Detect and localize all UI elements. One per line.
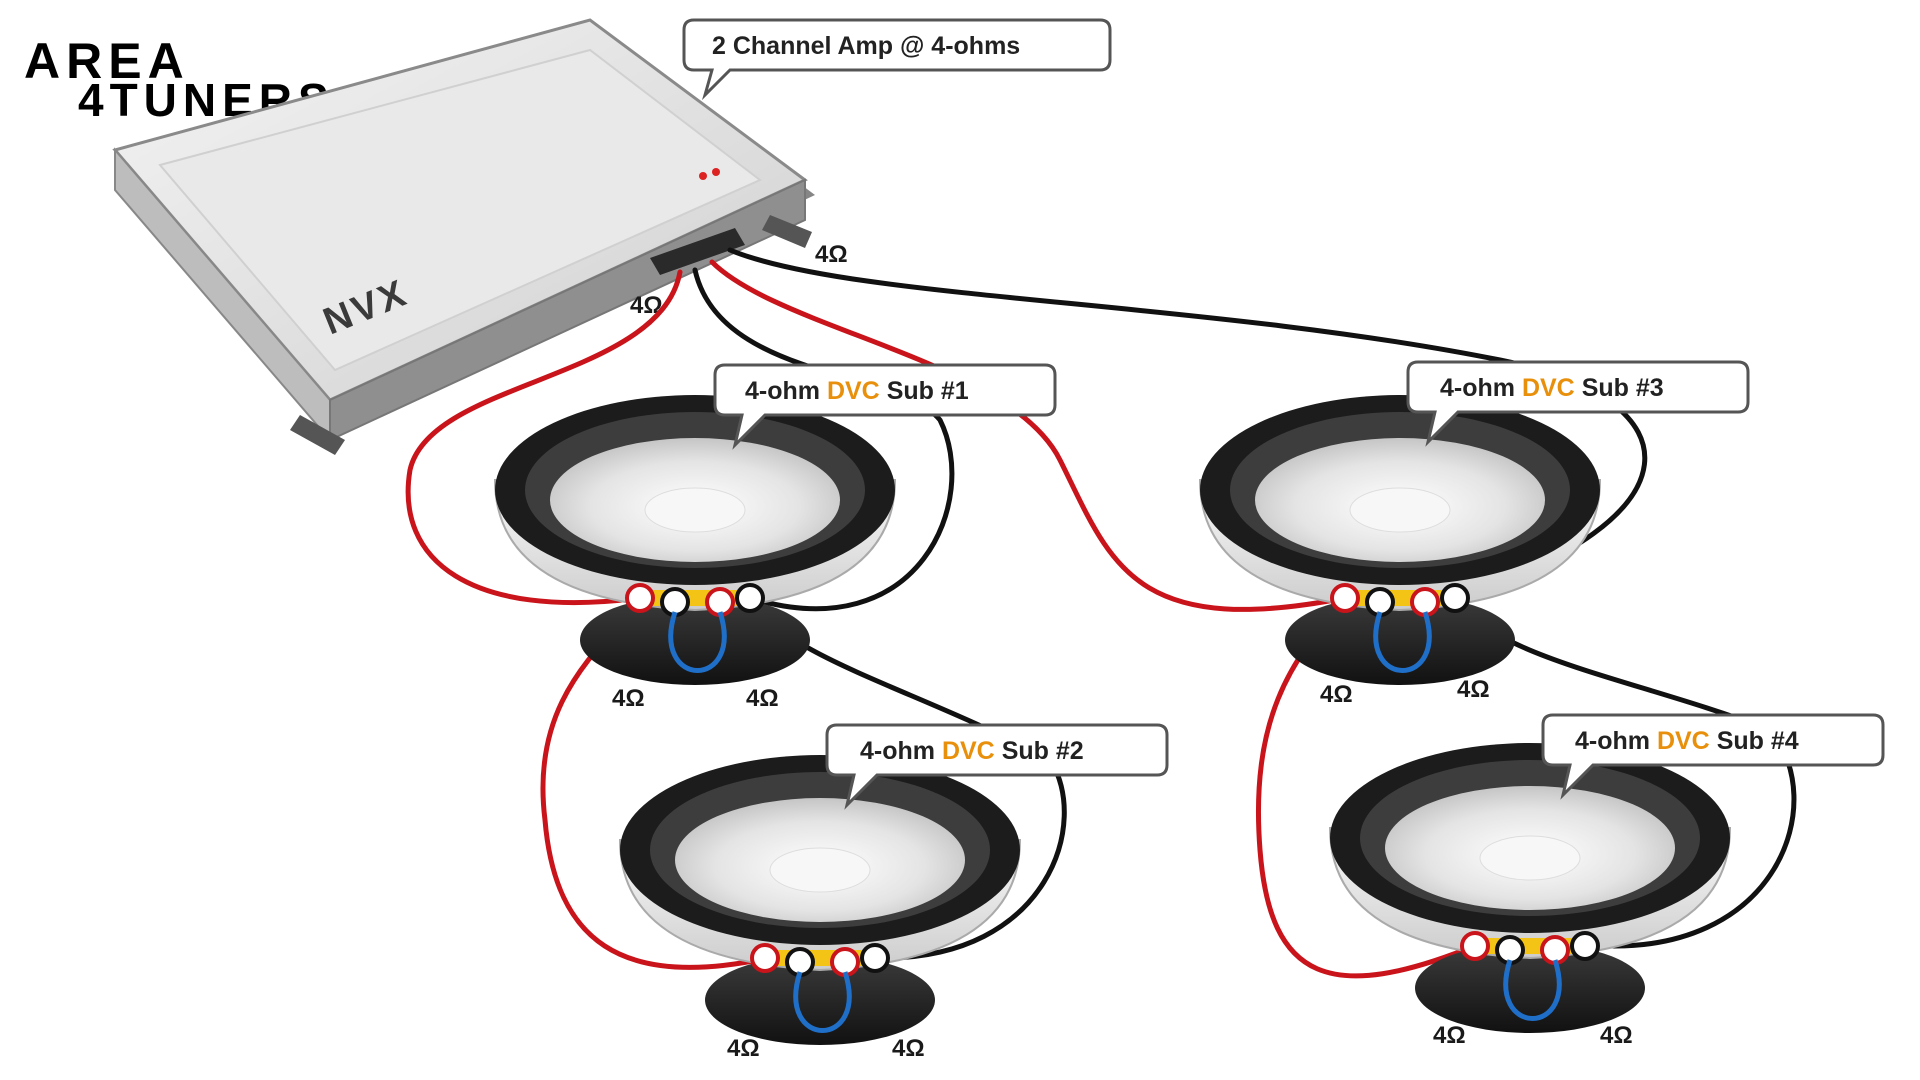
sub4-coil-a-negative [1495,935,1525,965]
sub1-jumper-wire [668,611,727,673]
sub2-callout: 4-ohm DVC Sub #2 [825,723,1169,810]
amplifier: NVX [112,18,815,455]
sub1-magnet [580,595,810,685]
sub4-coil-b-negative [1570,931,1600,961]
sub3-jumper-wire [1373,611,1432,673]
amp-foot-right [762,215,812,248]
sub2-dustcap [769,847,871,893]
sub2-magnet [705,955,935,1045]
sub4-coil-a-positive [1460,931,1490,961]
subwoofer-4 [1328,743,1732,1033]
sub3-callout-bubble [1406,360,1750,447]
sub2-coil-a-positive [750,943,780,973]
amp-callout: 2 Channel Amp @ 4-ohms [682,18,1112,101]
sub3-magnet [1285,595,1515,685]
amp-led-2 [712,168,720,176]
sub4-coil-b-label: 4Ω [1600,1022,1633,1049]
sub3-callout-text: 4-ohm DVC Sub #3 [1440,374,1664,402]
ch1-positive-wire [405,269,683,605]
subwoofer-2 [618,755,1022,1045]
sub4-callout-bubble [1541,713,1885,800]
sub3-callout: 4-ohm DVC Sub #3 [1406,360,1750,447]
sub2-callout-bubble [825,723,1169,810]
subwoofer-3 [1198,395,1602,685]
sub4-coil-a-label: 4Ω [1433,1022,1466,1049]
amp-led-1 [699,172,707,180]
sub2-callout-text: 4-ohm DVC Sub #2 [860,737,1084,765]
logo-line1: AREA [24,33,190,89]
sub1-dustcap [644,487,746,533]
amp-callout-text: 2 Channel Amp @ 4-ohms [712,32,1020,60]
sub3-coil-a-label: 4Ω [1320,681,1353,708]
sub4-coil-b-positive [1540,935,1570,965]
ch1-negative-wire [692,267,955,612]
sub2-coil-a-negative [785,947,815,977]
sub2-coil-b-negative [860,943,890,973]
sub1-coil-b-negative [735,583,765,613]
amp-terminal-block [650,228,745,275]
amp-foot-left [290,415,345,455]
sub3-coil-b-negative [1440,583,1470,613]
sub1-callout-text: 4-ohm DVC Sub #1 [745,377,969,405]
amp-top-panel [158,48,762,372]
ch2-positive-wire [709,259,1348,612]
sub2-coil-b-positive [830,947,860,977]
area4tuners-logo: AREA 4TUNERS [24,33,329,126]
sub4-magnet [1415,943,1645,1033]
sub3-to-sub4-positive-wire [1255,597,1480,979]
sub3-coil-a-positive [1330,583,1360,613]
sub3-dustcap [1349,487,1451,533]
amp-end-face [329,178,806,442]
sub1-coil-b-label: 4Ω [746,685,779,712]
sub2-jumper-wire [793,971,852,1033]
sub1-callout-bubble [713,363,1057,450]
sub4-callout: 4-ohm DVC Sub #4 [1541,713,1885,800]
sub1-coil-a-label: 4Ω [612,685,645,712]
sub4-jumper-wire [1503,959,1562,1021]
sub1-coil-a-positive [625,583,655,613]
amp-callout-bubble [682,18,1112,101]
sub4-callout-text: 4-ohm DVC Sub #4 [1575,727,1799,755]
sub4-dustcap [1479,835,1581,881]
sub3-coil-a-negative [1365,587,1395,617]
ch2-negative-wire [727,247,1648,601]
sub3-coil-b-positive [1410,587,1440,617]
sub3-coil-b-label: 4Ω [1457,676,1490,703]
sub1-callout: 4-ohm DVC Sub #1 [713,363,1057,450]
amp-ch-right-load: 4Ω [815,241,848,268]
sub2-coil-a-label: 4Ω [727,1035,760,1062]
subwoofer-1 [493,395,897,685]
sub1-coil-b-positive [705,587,735,617]
sub1-coil-a-negative [660,587,690,617]
sub2-coil-b-label: 4Ω [892,1035,925,1062]
